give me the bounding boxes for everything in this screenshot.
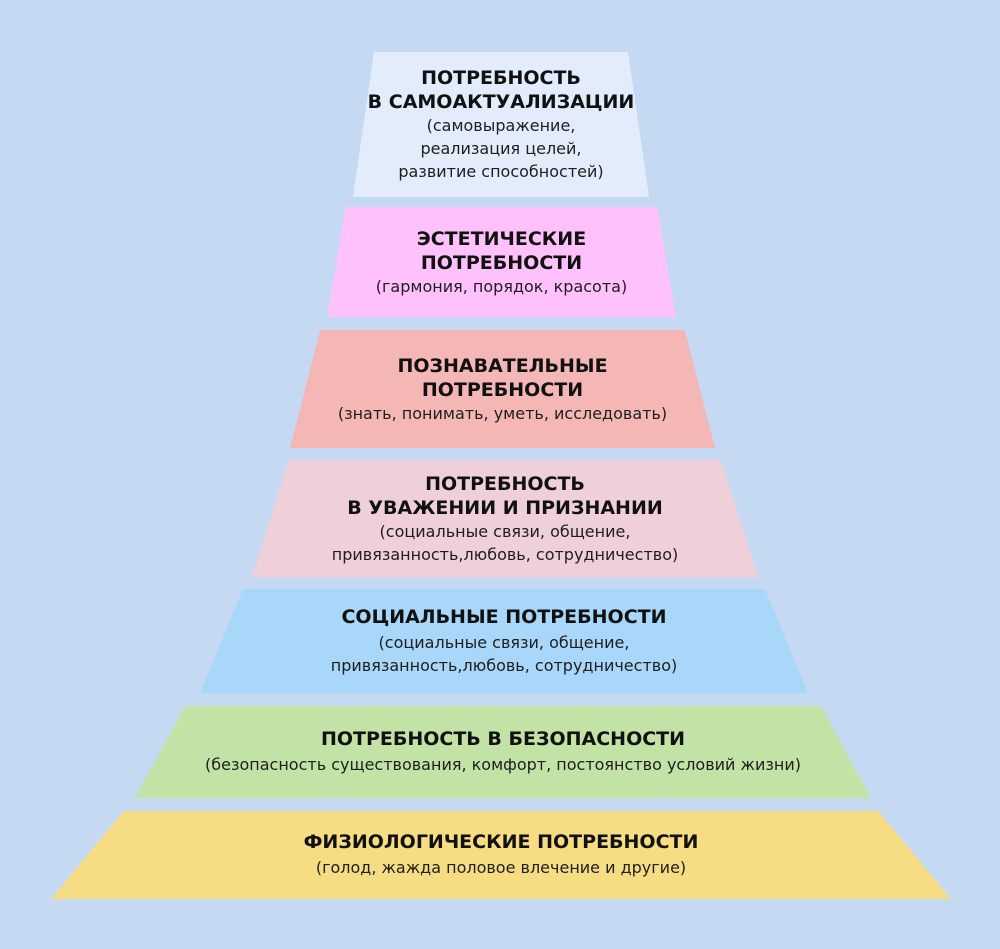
tier-description: (безопасность существования, комфорт, по…: [205, 754, 801, 774]
tier-description: (социальные связи, общение, привязанност…: [330, 633, 678, 675]
tier-self-actualization: ПОТРЕБНОСТЬ В САМОАКТУАЛИЗАЦИИ (самовыра…: [353, 52, 649, 197]
tier-cognitive: ПОЗНАВАТЕЛЬНЫЕ ПОТРЕБНОСТИ (знать, поним…: [290, 330, 715, 448]
tier-aesthetic: ЭСТЕТИЧЕСКИЕ ПОТРЕБНОСТИ (гармония, поря…: [327, 207, 676, 317]
tier-title: ПОТРЕБНОСТЬ В САМОАКТУАЛИЗАЦИИ: [367, 67, 635, 113]
tier-description: (самовыражение, реализация целей, развит…: [398, 116, 604, 181]
tier-description: (голод, жажда половое влечение и другие): [315, 857, 687, 877]
tier-safety: ПОТРЕБНОСТЬ В БЕЗОПАСНОСТИ (безопасность…: [135, 706, 871, 798]
tier-description: (знать, понимать, уметь, исследовать): [337, 403, 668, 423]
tier-social: СОЦИАЛЬНЫЕ ПОТРЕБНОСТИ (социальные связи…: [200, 589, 808, 693]
tier-title: ПОЗНАВАТЕЛЬНЫЕ ПОТРЕБНОСТИ: [397, 354, 608, 401]
tier-description: (гармония, порядок, красота): [375, 276, 628, 296]
tier-physiological: ФИЗИОЛОГИЧЕСКИЕ ПОТРЕБНОСТИ (голод, жажд…: [51, 811, 951, 899]
tier-title: ПОТРЕБНОСТЬ В УВАЖЕНИИ И ПРИЗНАНИИ: [347, 472, 663, 519]
tier-title: ФИЗИОЛОГИЧЕСКИЕ ПОТРЕБНОСТИ: [303, 830, 699, 853]
tier-title: СОЦИАЛЬНЫЕ ПОТРЕБНОСТИ: [341, 606, 667, 628]
tier-title: ПОТРЕБНОСТЬ В БЕЗОПАСНОСТИ: [320, 727, 686, 750]
tier-description: (социальные связи, общение, привязанност…: [331, 521, 679, 564]
tier-title: ЭСТЕТИЧЕСКИЕ ПОТРЕБНОСТИ: [416, 227, 587, 274]
tier-esteem: ПОТРЕБНОСТЬ В УВАЖЕНИИ И ПРИЗНАНИИ (соци…: [252, 460, 758, 577]
